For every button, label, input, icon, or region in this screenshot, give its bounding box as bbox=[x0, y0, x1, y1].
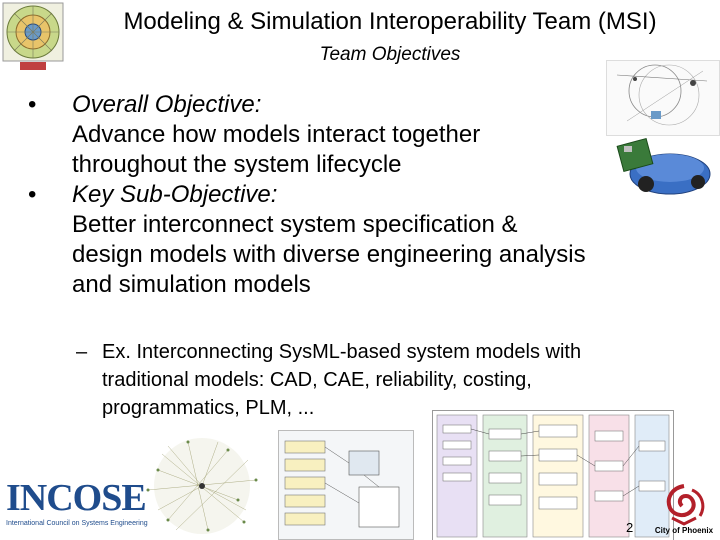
bullet-line: Advance how models interact together bbox=[72, 121, 481, 148]
phoenix-bird-icon bbox=[666, 484, 705, 526]
orbit-diagram-image bbox=[606, 60, 720, 136]
incose-tagline: International Council on Systems Enginee… bbox=[6, 520, 148, 527]
bullet-line: Better interconnect system specification… bbox=[72, 211, 518, 238]
page-number: 2 bbox=[626, 520, 634, 535]
sub-bullet-line: programmatics, PLM, ... bbox=[102, 397, 315, 419]
sub-bullet-line: traditional models: CAD, CAE, reliabilit… bbox=[102, 369, 532, 391]
bullet-line: throughout the system lifecycle bbox=[72, 151, 402, 178]
phoenix-logo: City of Phoenix bbox=[652, 482, 716, 538]
incose-logo-text: INCOSE bbox=[6, 477, 147, 519]
sub-bullet-marker: – bbox=[76, 341, 88, 363]
network-graph-image bbox=[146, 438, 258, 534]
bullet-marker: • bbox=[28, 181, 37, 208]
phoenix-logo-text: City of Phoenix bbox=[654, 526, 714, 535]
bullet-marker: • bbox=[28, 91, 37, 118]
sub-bullet-line: Ex. Interconnecting SysML-based system m… bbox=[102, 341, 582, 363]
uml-diagram-image bbox=[278, 430, 414, 540]
bullet-line: design models with diverse engineering a… bbox=[72, 241, 586, 268]
flowchart-image bbox=[432, 410, 674, 540]
bullet-heading: Overall Objective: bbox=[72, 91, 262, 118]
slide-title: Modeling & Simulation Interoperability T… bbox=[123, 8, 657, 35]
bullet-line: and simulation models bbox=[72, 271, 311, 298]
robot-image bbox=[616, 137, 711, 195]
slide-subtitle: Team Objectives bbox=[319, 44, 461, 65]
incose-logo: INCOSE International Council on Systems … bbox=[2, 476, 148, 538]
bullet-heading: Key Sub-Objective: bbox=[72, 181, 278, 208]
msi-wheel-logo bbox=[2, 2, 64, 70]
